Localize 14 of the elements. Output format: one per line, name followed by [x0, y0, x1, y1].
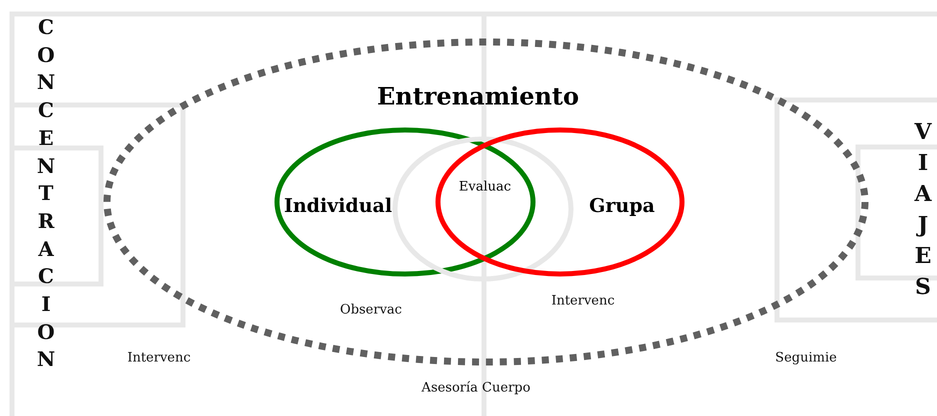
venn-ellipse	[272, 125, 538, 279]
label: Intervenc	[127, 350, 191, 366]
venn-ellipse	[433, 125, 687, 279]
heading: Evaluac	[458, 180, 512, 194]
vertical-label: VIAJES	[913, 118, 933, 302]
vertical-label: CONCENTRACION	[36, 14, 56, 374]
heading: Entrenamiento	[376, 82, 580, 110]
label: Observac	[340, 302, 402, 318]
label: Seguimie	[775, 350, 837, 366]
heading: Individual	[284, 195, 392, 217]
label: Intervenc	[551, 294, 615, 308]
venn-ellipse	[390, 134, 576, 284]
heading: Grupa	[589, 195, 655, 217]
label: Asesoría Cuerpo	[422, 380, 530, 396]
